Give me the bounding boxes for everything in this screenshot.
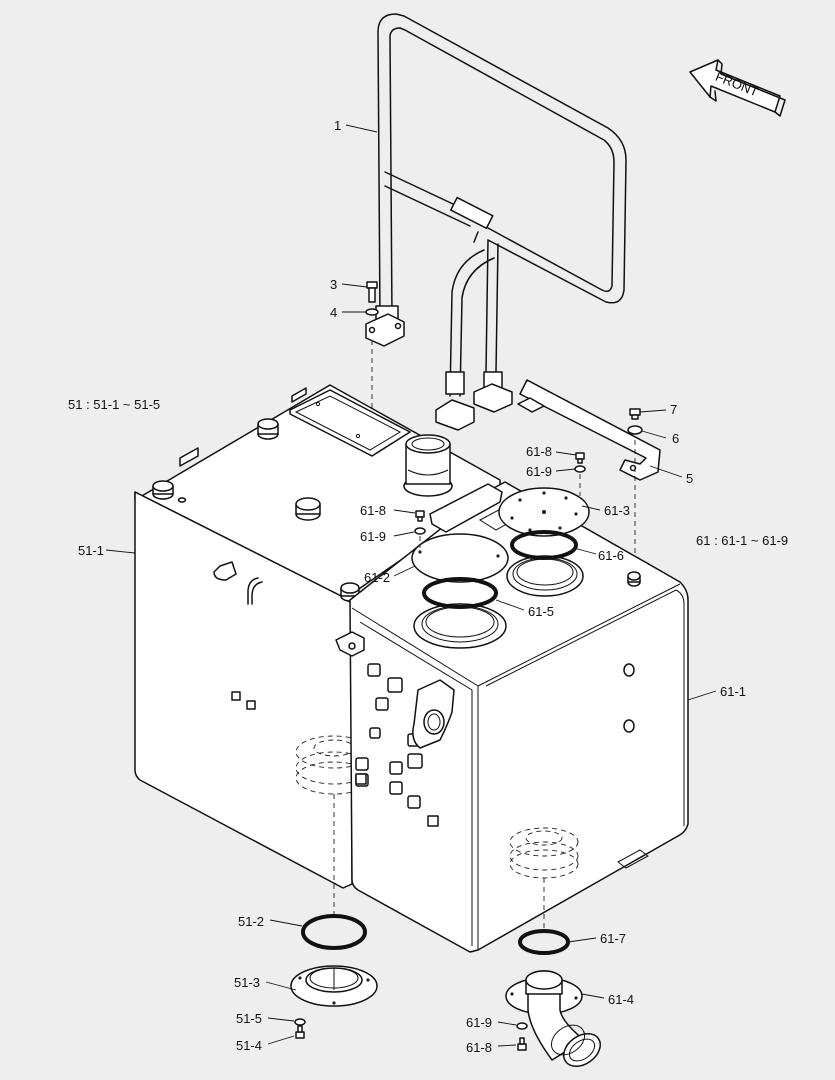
leader-lines [105,124,717,1047]
tank-61 [335,481,689,953]
callout-1: 1 [334,118,341,133]
o-ring-51-2 [301,914,367,950]
washer-51-5 [294,1018,306,1026]
callout-3: 3 [330,277,337,292]
flange-51-3 [290,965,378,1007]
bolt-51-4 [295,1025,305,1039]
callout-61-9-mid: 61-9 [360,529,386,544]
cover-61-3 [498,487,590,537]
bolt-3 [366,281,378,303]
callout-61-8-bot: 61-8 [466,1040,492,1055]
handrail [365,13,627,431]
outlet-61-4 [505,970,601,1067]
washer-6 [627,425,643,435]
callout-61-9-top: 61-9 [526,464,552,479]
bracket-5 [517,379,661,481]
callout-51-2: 51-2 [238,914,264,929]
callout-51-5: 51-5 [236,1011,262,1026]
tank-51 [134,384,501,916]
callout-61-9-bot: 61-9 [466,1015,492,1030]
washer-4 [365,308,379,316]
bolt-61-8-top [575,452,585,464]
callout-51-1: 51-1 [78,543,104,558]
bolt-61-8-mid [415,510,425,522]
callout-61-6: 61-6 [598,548,624,563]
group-51-label: 51 : 51-1 ~ 51-5 [68,397,160,412]
callout-51-3: 51-3 [234,975,260,990]
callout-61-2: 61-2 [364,570,390,585]
callout-7: 7 [670,402,677,417]
washer-61-9-top [574,465,586,473]
callout-6: 6 [672,431,679,446]
group-61-label: 61 : 61-1 ~ 61-9 [696,533,788,548]
o-ring-61-7 [518,929,570,955]
callout-61-4: 61-4 [608,992,634,1007]
washer-61-9-bot [516,1022,528,1030]
bolt-61-8-bot [517,1037,527,1051]
callout-61-7: 61-7 [600,931,626,946]
front-arrow: FRONT [689,59,786,117]
o-ring-61-5 [422,577,498,609]
cover-61-2 [411,533,509,583]
tank-ports [355,663,455,827]
washer-61-9-mid [414,527,426,535]
callout-61-1: 61-1 [720,684,746,699]
callout-5: 5 [686,471,693,486]
callout-61-3: 61-3 [604,503,630,518]
callout-51-4: 51-4 [236,1038,262,1053]
callout-4: 4 [330,305,337,320]
bolt-7 [629,408,641,420]
o-ring-61-6 [510,530,578,560]
callout-61-5: 61-5 [528,604,554,619]
callout-61-8-top: 61-8 [526,444,552,459]
callout-61-8-mid: 61-8 [360,503,386,518]
